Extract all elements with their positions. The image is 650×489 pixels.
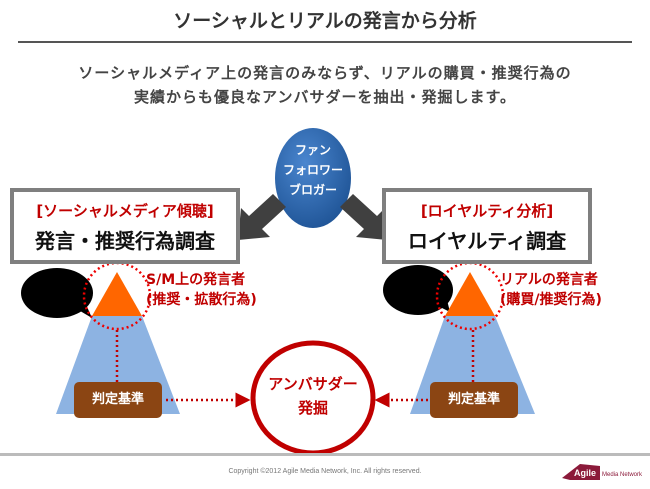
left-bubble-tail — [70, 300, 92, 318]
follower-label: フォロワー — [282, 163, 343, 177]
arrow-right — [340, 194, 388, 240]
title-divider — [18, 41, 632, 43]
box-title: 発言・推奨行為調査 — [35, 229, 215, 253]
right-bubble-tail — [432, 296, 450, 312]
left-pyramid-top — [92, 272, 142, 316]
callout-line: (購買/推奨行為) — [500, 292, 602, 308]
callout-line: S/M上の発言者 — [146, 272, 246, 288]
right-callout: リアルの発言者 (購買/推奨行為) — [500, 270, 602, 310]
fan-label: ファン — [294, 143, 331, 157]
arrow-left — [238, 194, 286, 240]
right-pyramid-top — [445, 272, 495, 316]
copyright: Copyright ©2012 Agile Media Network, Inc… — [228, 468, 422, 475]
goal-text: アンバサダー 発掘 — [253, 372, 373, 420]
goal-line: アンバサダー — [268, 375, 358, 393]
box-title: ロイヤルティ調査 — [407, 229, 567, 253]
left-callout: S/M上の発言者 (推奨・拡散行為) — [146, 270, 257, 310]
fan-circle-text: ファン フォロワー ブロガー — [276, 140, 350, 200]
left-criteria-box: 判定基準 — [74, 382, 162, 418]
right-criteria-box: 判定基準 — [430, 382, 518, 418]
subtitle-line-1: ソーシャルメディア上の発言のみならず、リアルの購買・推奨行為の — [78, 64, 572, 82]
box-label: [ソーシャルメディア傾聴] — [36, 202, 214, 220]
svg-text:Agile: Agile — [574, 468, 596, 478]
goal-line: 発掘 — [297, 399, 328, 417]
subtitle-line-2: 実績からも優良なアンバサダーを抽出・発掘します。 — [134, 88, 516, 106]
callout-line: (推奨・拡散行為) — [146, 292, 257, 308]
agile-media-network-logo: Agile Media Network — [562, 464, 643, 480]
social-listening-box: [ソーシャルメディア傾聴] 発言・推奨行為調査 — [10, 188, 240, 264]
blogger-label: ブロガー — [288, 183, 337, 197]
svg-text:Media Network: Media Network — [602, 472, 643, 478]
footer-divider — [0, 453, 650, 456]
box-label: [ロイヤルティ分析] — [420, 202, 554, 220]
callout-line: リアルの発言者 — [500, 272, 598, 288]
slide-title: ソーシャルとリアルの発言から分析 — [173, 10, 477, 32]
fan-circle — [275, 128, 351, 228]
loyalty-analysis-box: [ロイヤルティ分析] ロイヤルティ調査 — [382, 188, 592, 264]
